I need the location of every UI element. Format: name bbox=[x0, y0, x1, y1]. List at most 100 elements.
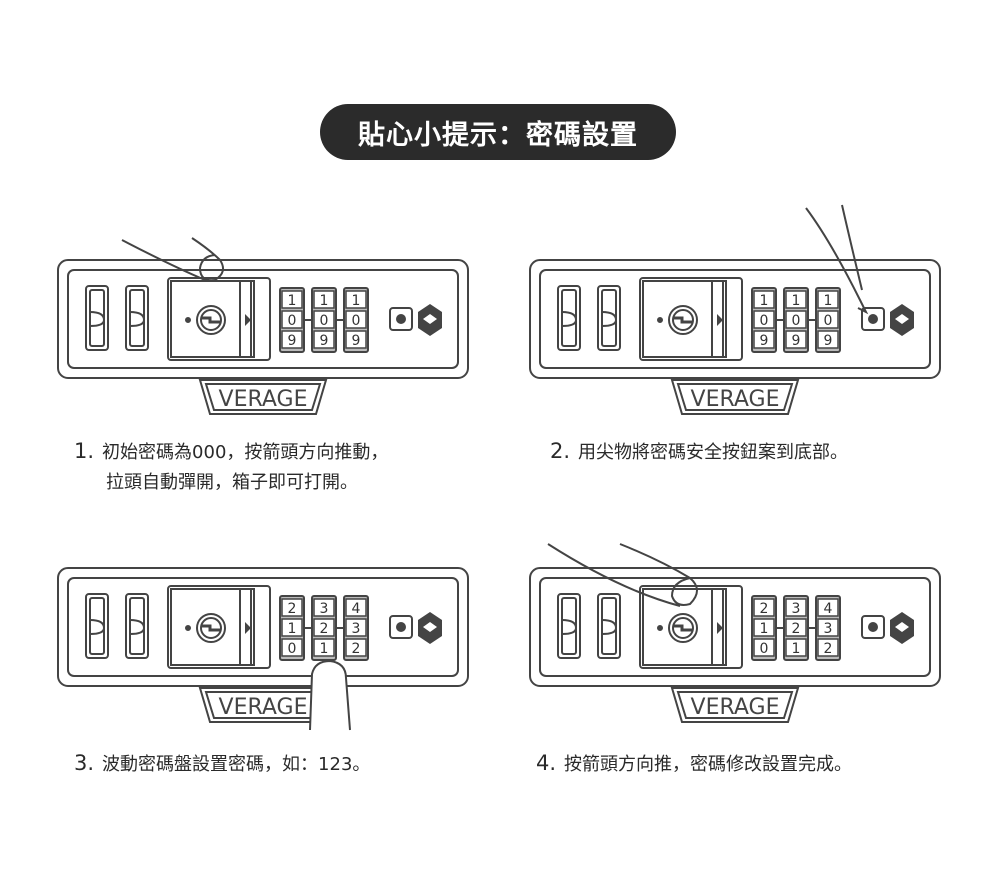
zipper-slot bbox=[557, 593, 581, 659]
dial-digit: 9 bbox=[824, 333, 833, 349]
step-1-caption: 1. 初始密碼為000，按箭頭方向推動， 拉頭自動彈開，箱子即可打開。 bbox=[74, 436, 388, 498]
keyhole-inner bbox=[200, 309, 222, 331]
zipper-pull-icon bbox=[89, 619, 106, 635]
keyhole-inner bbox=[672, 617, 694, 639]
finger-pointer-icon bbox=[547, 543, 698, 607]
tsa-logo-inner bbox=[895, 314, 909, 324]
zipper-slot bbox=[597, 593, 621, 659]
finger-pointer-icon bbox=[121, 237, 225, 282]
release-button-frame bbox=[639, 277, 743, 361]
release-button bbox=[642, 588, 724, 666]
dial-digit: 3 bbox=[320, 601, 329, 617]
lock-inner-frame bbox=[539, 577, 931, 677]
lock-inner-frame bbox=[67, 577, 459, 677]
indicator-dot bbox=[185, 317, 191, 323]
dial-digit: 0 bbox=[760, 313, 769, 329]
dial-digit-cell bbox=[817, 310, 839, 329]
dial-digit: 1 bbox=[792, 641, 801, 657]
key-slot bbox=[202, 316, 220, 324]
brand-badge bbox=[670, 687, 800, 723]
dial-digit-cell bbox=[817, 330, 839, 349]
tsa-logo-inner bbox=[423, 622, 437, 632]
dial-digit-cell bbox=[313, 290, 335, 309]
zipper-pull-icon bbox=[561, 619, 578, 635]
reset-button-dot bbox=[396, 622, 406, 632]
zipper-pull-icon bbox=[561, 311, 578, 327]
release-button-frame bbox=[639, 585, 743, 669]
dial-digit-cell bbox=[345, 598, 367, 617]
dial-digit-cell bbox=[817, 618, 839, 637]
tsa-logo-inner bbox=[895, 622, 909, 632]
tsa-logo-inner bbox=[423, 314, 437, 324]
reset-button bbox=[861, 307, 885, 331]
dial-digit-cell bbox=[785, 618, 807, 637]
dial-digit-cell bbox=[281, 598, 303, 617]
step-text: 用尖物將密碼安全按鈕案到底部。 bbox=[578, 442, 849, 463]
indicator-dot bbox=[657, 625, 663, 631]
reset-button bbox=[861, 615, 885, 639]
dial-digit: 1 bbox=[288, 621, 297, 637]
reset-button-dot bbox=[868, 622, 878, 632]
dial-digit: 0 bbox=[288, 313, 297, 329]
arrow-right-icon bbox=[717, 622, 723, 634]
step-2-caption: 2.用尖物將密碼安全按鈕案到底部。 bbox=[550, 436, 848, 468]
zipper-slot bbox=[85, 285, 109, 351]
step-number: 3. bbox=[74, 751, 95, 775]
release-button bbox=[642, 280, 724, 358]
step-text-line2: 拉頭自動彈開，箱子即可打開。 bbox=[106, 472, 358, 493]
dial-digit-cell bbox=[313, 330, 335, 349]
dial-digit: 0 bbox=[288, 641, 297, 657]
indicator-dot bbox=[185, 625, 191, 631]
dial-digit: 1 bbox=[288, 293, 297, 309]
step-text: 波動密碼盤設置密碼，如：123。 bbox=[102, 754, 371, 775]
dial-digit-cell bbox=[817, 638, 839, 657]
dial-digit-cell bbox=[281, 330, 303, 349]
step-text: 初始密碼為000，按箭頭方向推動， bbox=[102, 442, 389, 463]
zipper-pull-icon bbox=[89, 311, 106, 327]
dial-digit: 0 bbox=[320, 313, 329, 329]
arrow-right-icon bbox=[245, 314, 251, 326]
key-slot bbox=[674, 624, 692, 632]
dial-digit: 4 bbox=[352, 601, 361, 617]
step-3-caption: 3. 波動密碼盤設置密碼，如：123。 bbox=[74, 748, 370, 780]
page-title: 貼心小提示：密碼設置 bbox=[320, 104, 676, 160]
key-slot bbox=[674, 316, 692, 324]
dial-digit: 9 bbox=[792, 333, 801, 349]
step-number: 4. bbox=[536, 751, 557, 775]
brand-label: VERAGE bbox=[219, 695, 308, 720]
zipper-slot bbox=[125, 285, 149, 351]
brand-badge-inner bbox=[204, 383, 322, 411]
dial-digit-cell bbox=[753, 290, 775, 309]
key-slot bbox=[202, 624, 220, 632]
brand-badge bbox=[670, 379, 800, 415]
release-button-edge bbox=[239, 280, 255, 358]
pen-tool-icon bbox=[805, 204, 869, 315]
dial-digit: 3 bbox=[792, 601, 801, 617]
brand-label: VERAGE bbox=[691, 387, 780, 412]
keyhole-icon bbox=[668, 305, 698, 335]
zipper-pull-icon bbox=[601, 311, 618, 327]
dial-digit-cell bbox=[753, 330, 775, 349]
reset-button-dot bbox=[868, 314, 878, 324]
dial-digit: 0 bbox=[760, 641, 769, 657]
reset-button-dot bbox=[396, 314, 406, 324]
lock-inner-frame bbox=[67, 269, 459, 369]
brand-label: VERAGE bbox=[219, 387, 308, 412]
release-button-edge bbox=[711, 588, 727, 666]
dial-digit-cell bbox=[313, 310, 335, 329]
dial-digit-cell bbox=[281, 638, 303, 657]
reset-button bbox=[389, 307, 413, 331]
step-number: 1. bbox=[74, 439, 95, 463]
dial-digit: 9 bbox=[352, 333, 361, 349]
arrow-right-icon bbox=[245, 622, 251, 634]
dial-digit-cell bbox=[281, 618, 303, 637]
arrow-right-icon bbox=[717, 314, 723, 326]
step-4-caption: 4.按箭頭方向推，密碼修改設置完成。 bbox=[536, 748, 852, 780]
dial-digit-cell bbox=[345, 310, 367, 329]
brand-badge bbox=[198, 379, 328, 415]
dial-digit-cell bbox=[345, 290, 367, 309]
